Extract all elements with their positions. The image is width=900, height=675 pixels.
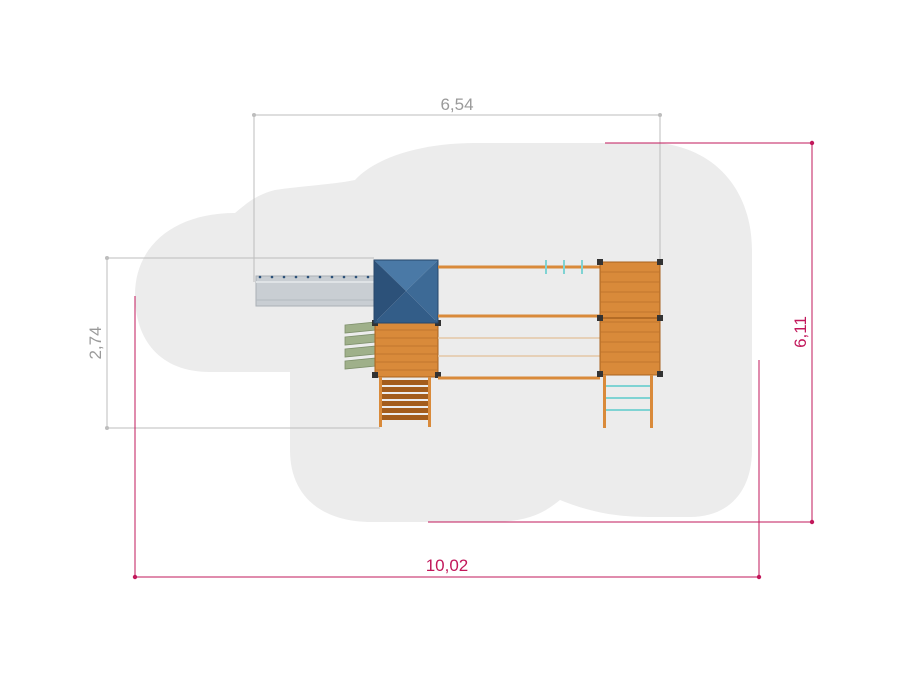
- slide-icon: [255, 275, 377, 307]
- left-tower-deck: [372, 320, 441, 378]
- right-height-dimension: 6,11: [428, 140, 815, 525]
- climbing-wall-icon: [344, 321, 377, 370]
- left-height-label: 2,74: [86, 326, 105, 359]
- bottom-width-label: 10,02: [426, 556, 469, 575]
- right-tower-deck: [597, 259, 663, 377]
- monkey-bar-rungs: [545, 260, 583, 274]
- bottom-width-dimension: 10,02: [132, 296, 762, 580]
- left-height-dimension: 2,74: [86, 256, 380, 430]
- stairs: [379, 377, 431, 427]
- safety-zone-shape: [135, 143, 752, 522]
- top-width-label: 6,54: [440, 95, 473, 114]
- bridge: [438, 260, 600, 380]
- roof-icon: [373, 259, 439, 324]
- safety-zone: [135, 143, 752, 522]
- ladder-icon: [603, 375, 653, 428]
- right-height-label: 6,11: [791, 316, 810, 348]
- top-width-dimension: 6,54: [252, 95, 662, 282]
